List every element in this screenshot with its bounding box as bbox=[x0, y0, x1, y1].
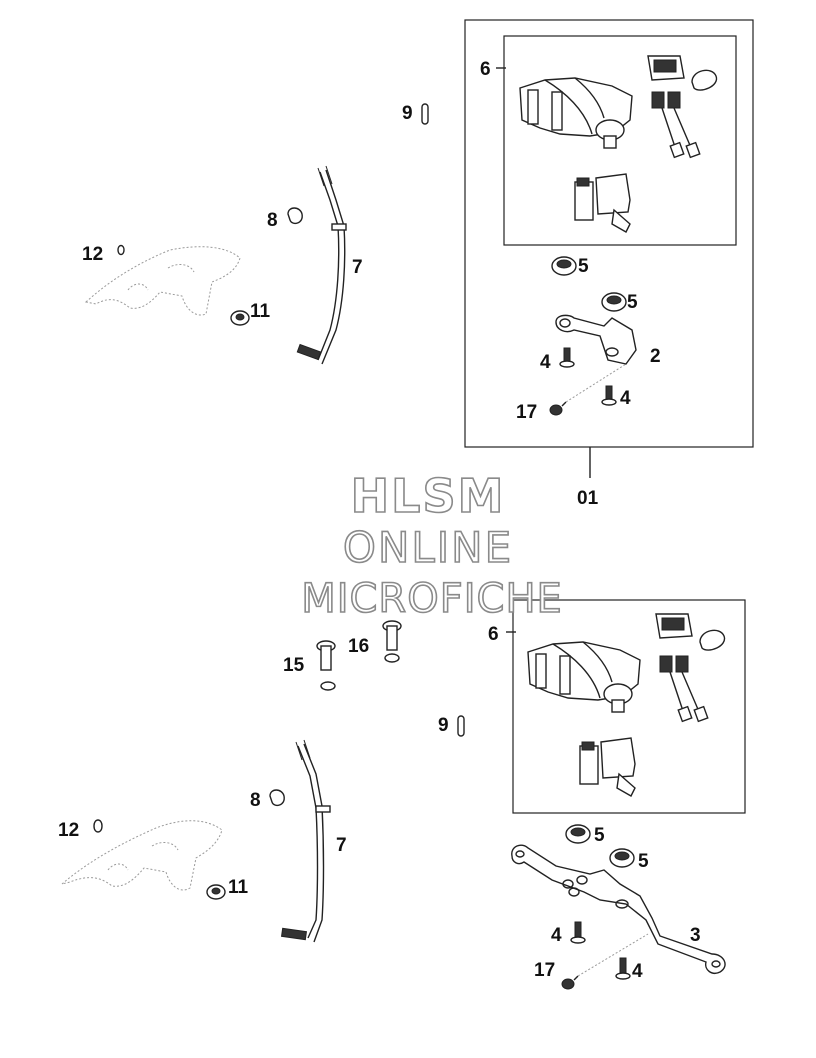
callout-9-upper: 9 bbox=[402, 103, 413, 124]
watermark-line-2: ONLINE bbox=[343, 523, 513, 572]
pin-9-upper bbox=[421, 103, 429, 125]
bolt-16 bbox=[382, 620, 402, 663]
bracket-3 bbox=[511, 844, 726, 974]
callout-9-lower: 9 bbox=[438, 715, 449, 736]
cable-harness-upper bbox=[296, 165, 347, 365]
switch-assembly-frame-lower bbox=[512, 599, 746, 814]
callout-4b-upper: 4 bbox=[620, 388, 631, 409]
grommet-upper-b bbox=[601, 292, 627, 312]
callout-5a-upper: 5 bbox=[578, 256, 589, 277]
callout-4a-upper: 4 bbox=[540, 352, 551, 373]
callout-01: 01 bbox=[577, 488, 599, 509]
callout-16: 16 bbox=[348, 636, 369, 657]
switch-module-lower bbox=[579, 737, 636, 797]
callout-8-lower: 8 bbox=[250, 790, 261, 811]
washer-11-lower bbox=[206, 884, 226, 900]
callout-7-lower: 7 bbox=[336, 835, 347, 856]
grommet-lower-a bbox=[565, 824, 591, 844]
clip-8-lower bbox=[269, 789, 285, 807]
grommet-lower-b bbox=[609, 848, 635, 868]
screw-4-lower-b bbox=[615, 957, 631, 980]
callout-2: 2 bbox=[650, 346, 661, 367]
callout-11-upper: 11 bbox=[250, 301, 271, 322]
pin-9-lower bbox=[457, 715, 465, 737]
switch-housing-upper bbox=[519, 77, 633, 149]
cable-harness-lower bbox=[280, 739, 331, 943]
callout-4b-lower: 4 bbox=[632, 961, 643, 982]
callout-8-upper: 8 bbox=[267, 210, 278, 231]
switch-module-upper bbox=[574, 173, 631, 233]
callout-5b-upper: 5 bbox=[627, 292, 638, 313]
callout-6-upper: 6 bbox=[480, 59, 491, 80]
switch-connector-lower bbox=[659, 655, 709, 723]
switch-connector-upper bbox=[651, 91, 701, 159]
callout-17-lower: 17 bbox=[534, 960, 555, 981]
bracket-2 bbox=[555, 314, 637, 365]
screw-4-lower-a bbox=[570, 921, 586, 944]
switch-assembly-frame-upper bbox=[503, 35, 737, 246]
grommet-upper-a bbox=[551, 256, 577, 276]
callout-12-upper: 12 bbox=[82, 244, 103, 265]
screw-17-lower bbox=[561, 975, 579, 990]
screw-4-upper-a bbox=[559, 347, 575, 368]
switch-cap-lower bbox=[655, 613, 726, 651]
switch-housing-lower bbox=[527, 641, 641, 713]
callout-6-lower: 6 bbox=[488, 624, 499, 645]
watermark-line-1: HLSM bbox=[351, 469, 506, 523]
callout-5b-lower: 5 bbox=[638, 851, 649, 872]
callout-4a-lower: 4 bbox=[551, 925, 562, 946]
callout-17-upper: 17 bbox=[516, 402, 537, 423]
switch-cap-upper bbox=[647, 55, 718, 91]
screw-4-upper-b bbox=[601, 385, 617, 406]
callout-5a-lower: 5 bbox=[594, 825, 605, 846]
watermark-line-3: MICROFICHE bbox=[301, 576, 563, 622]
cover-12-ghost-lower bbox=[61, 819, 223, 891]
screw-17-lower-leader bbox=[577, 933, 649, 977]
callout-11-lower: 11 bbox=[228, 877, 249, 898]
cover-12-ghost-upper bbox=[84, 244, 241, 316]
callout-3: 3 bbox=[690, 925, 701, 946]
callout-15: 15 bbox=[283, 655, 305, 676]
washer-11-upper bbox=[230, 310, 250, 326]
kit-01-outer-frame bbox=[464, 19, 754, 448]
callout-12-lower: 12 bbox=[58, 820, 79, 841]
clip-8-upper bbox=[287, 207, 303, 225]
callout-7-upper: 7 bbox=[352, 257, 363, 278]
screw-17-upper-leader bbox=[565, 363, 627, 403]
screw-17-upper bbox=[549, 401, 567, 416]
bolt-15 bbox=[316, 640, 336, 691]
